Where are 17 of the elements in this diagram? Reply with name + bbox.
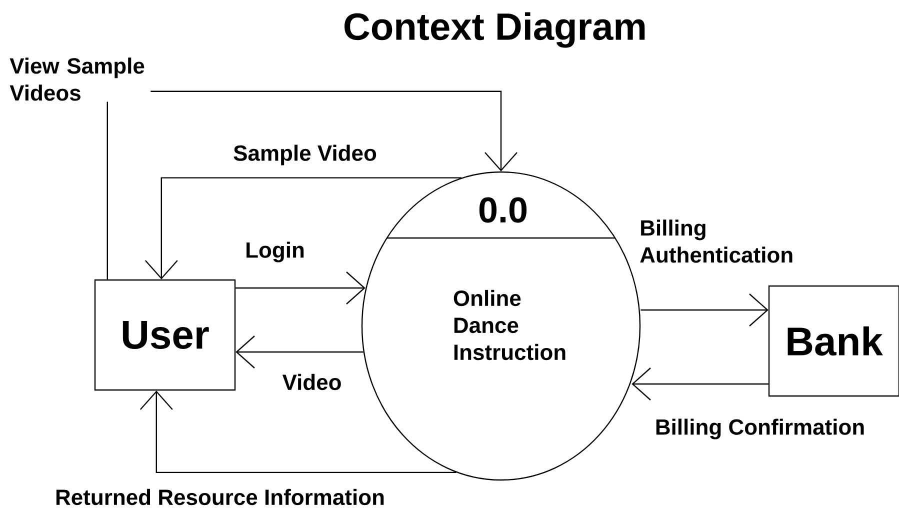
edge-label: Billing Authentication (638, 218, 801, 264)
arrow (236, 336, 364, 368)
arrow (140, 390, 456, 474)
edge-label: Sample Video (232, 144, 378, 166)
edge-label: Billing Confirmation (654, 418, 866, 440)
arrow (236, 272, 366, 304)
edge-label: Video (281, 372, 343, 392)
entity-box: Bank (768, 285, 899, 397)
arrow (640, 294, 768, 326)
arrow (144, 177, 462, 280)
title: Context Diagram (344, 12, 645, 48)
edge-label: View Sample Videos (8, 56, 151, 102)
edge-label: Returned Resource Information (54, 488, 386, 506)
entity-box: User (94, 279, 236, 391)
edge-label: Login (244, 240, 306, 264)
arrow (632, 368, 768, 400)
arrow (106, 90, 518, 280)
